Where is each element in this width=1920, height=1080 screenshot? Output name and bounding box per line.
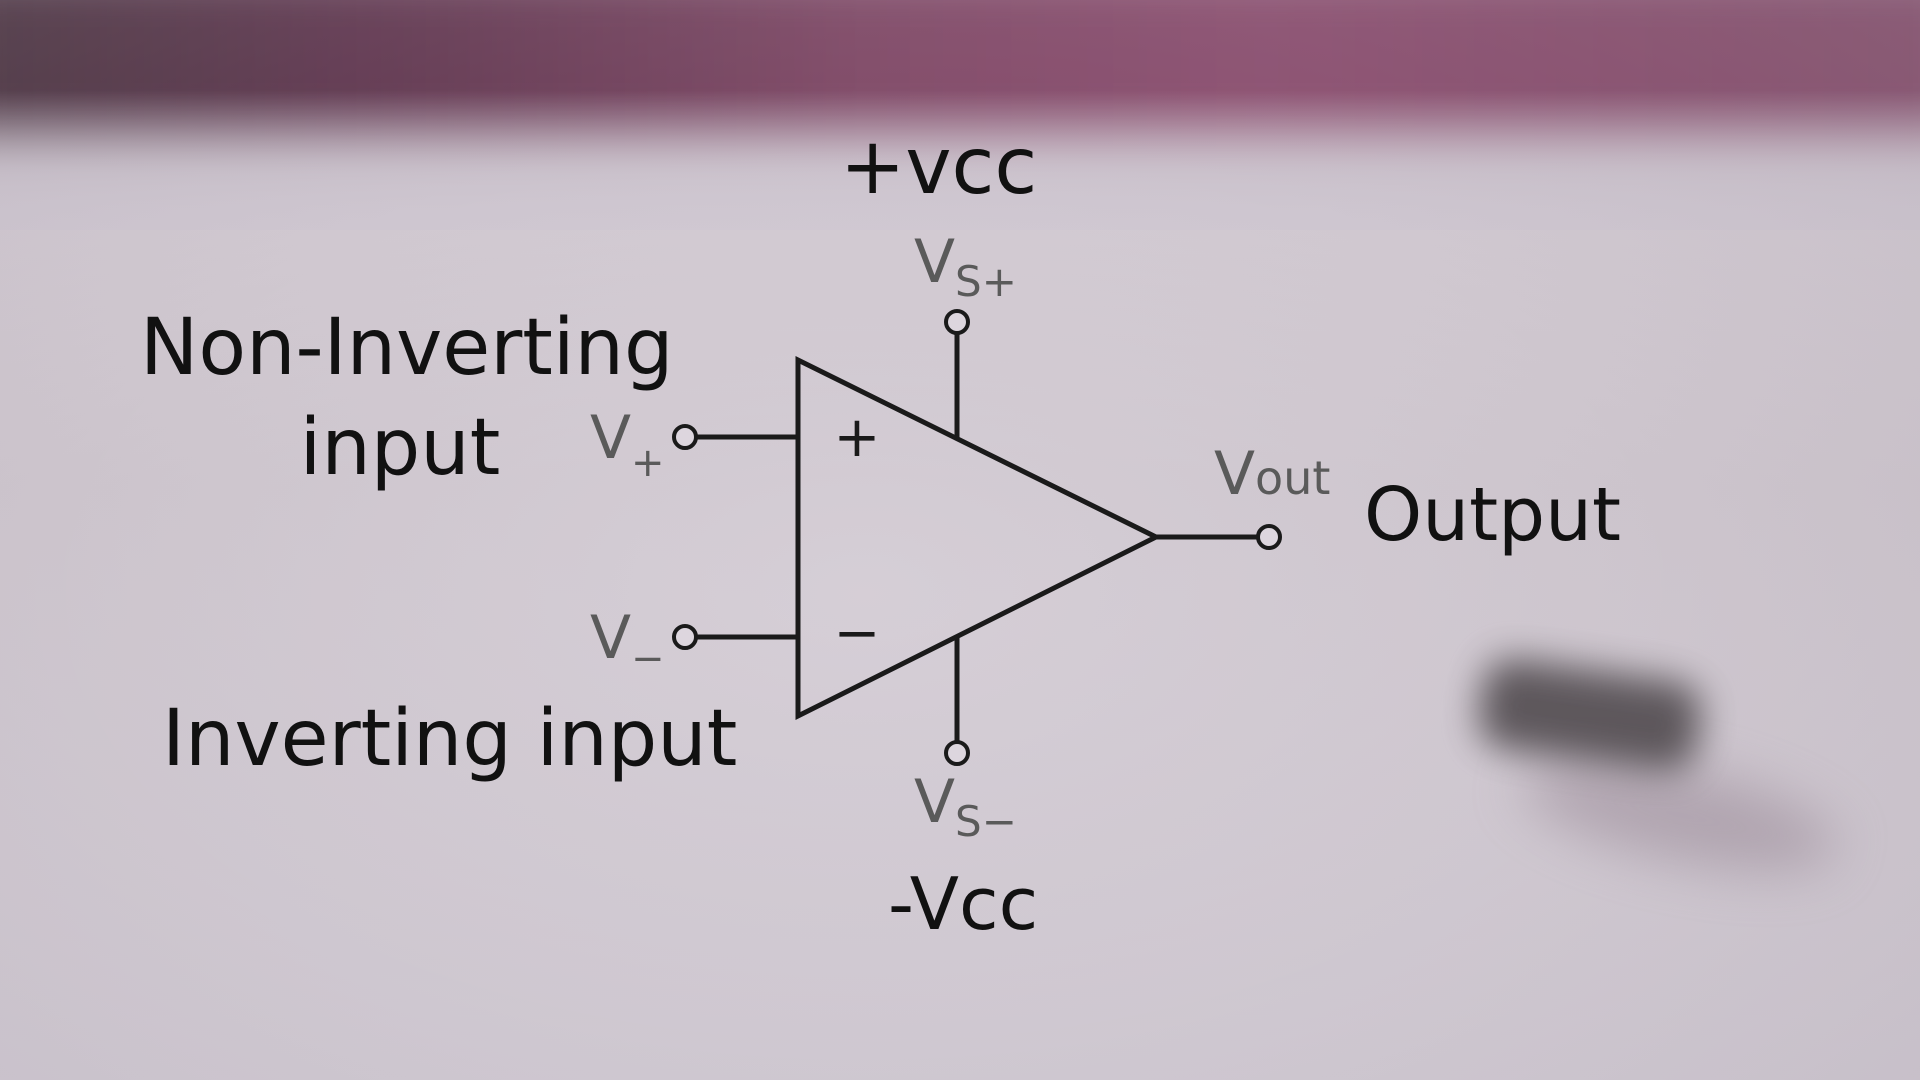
non-inverting-input-terminal — [672, 424, 698, 450]
inverting-input-label: Inverting input — [162, 694, 738, 784]
non-inverting-input-label-line2: input — [299, 403, 501, 493]
pin-label-v-plus-sub: + — [631, 440, 665, 486]
pin-label-vs-plus-sub: S+ — [955, 257, 1017, 306]
pin-label-v-plus-base: V — [590, 403, 631, 473]
output-terminal — [1256, 524, 1282, 550]
positive-supply-terminal — [944, 309, 970, 335]
plus-symbol: + — [834, 405, 881, 470]
pin-label-vs-minus-base: V — [914, 767, 955, 837]
pin-label-vout-sub: out — [1255, 451, 1330, 505]
positive-supply-label: +vcc — [840, 122, 1038, 212]
pin-label-vout: Vout — [1214, 439, 1330, 509]
pin-label-vout-base: V — [1214, 439, 1255, 509]
inverting-input-terminal — [672, 624, 698, 650]
negative-supply-label: -Vcc — [888, 862, 1039, 946]
background-top-fade — [0, 90, 1920, 230]
non-inverting-input-label: Non-Inverting input — [140, 298, 674, 498]
negative-supply-terminal — [944, 740, 970, 766]
pin-label-vs-minus-sub: S− — [955, 797, 1017, 846]
pin-label-vs-plus: VS+ — [914, 227, 1017, 306]
pin-label-v-minus-base: V — [590, 603, 631, 673]
pin-label-v-minus: V− — [590, 603, 665, 682]
output-label: Output — [1364, 472, 1622, 558]
non-inverting-input-label-line1: Non-Inverting — [140, 303, 674, 393]
pin-label-v-plus: V+ — [590, 403, 665, 486]
op-amp-triangle — [795, 355, 1162, 721]
pin-label-v-minus-sub: − — [631, 636, 665, 682]
minus-symbol: − — [834, 601, 881, 666]
pin-label-vs-plus-base: V — [914, 227, 955, 297]
pin-label-vs-minus: VS− — [914, 767, 1017, 846]
